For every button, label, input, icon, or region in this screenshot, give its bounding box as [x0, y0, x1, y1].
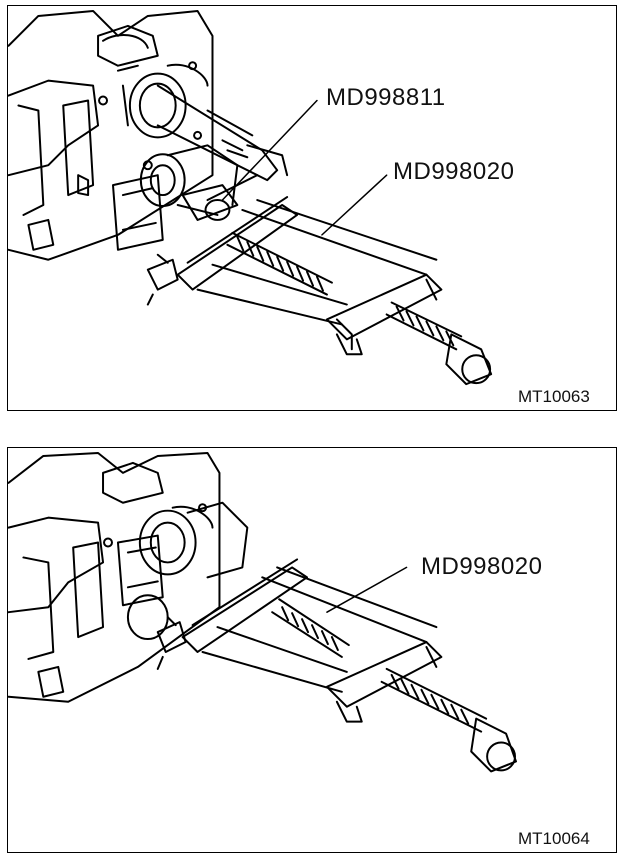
leader-line-md998811 — [221, 99, 318, 201]
transmission-case — [8, 9, 214, 261]
tool-md998811 — [181, 174, 259, 221]
figure-panel-bottom: MD998020 MT10064 — [7, 447, 617, 853]
transmission-case — [8, 451, 221, 703]
figure-panel-top: MD998811 MD998020 MT10063 — [7, 5, 617, 411]
bearing-puller-illustration-bottom — [8, 451, 517, 773]
callout-md998811: MD998811 — [326, 84, 446, 111]
figure-id-bottom: MT10064 — [518, 829, 590, 848]
bearing-gear — [126, 501, 249, 641]
callout-md998020-bottom: MD998020 — [421, 553, 543, 580]
tool-md998020-frame — [111, 174, 493, 386]
leader-line-md998020-top — [321, 174, 388, 236]
leader-line-md998020-bottom — [326, 566, 408, 613]
bearing-gear — [139, 144, 239, 216]
output-shaft — [128, 72, 289, 182]
tool-md998020-frame — [116, 534, 517, 773]
callout-md998020-top: MD998020 — [393, 158, 515, 185]
figure-id-top: MT10063 — [518, 387, 590, 406]
bearing-puller-illustration-top — [8, 9, 493, 386]
